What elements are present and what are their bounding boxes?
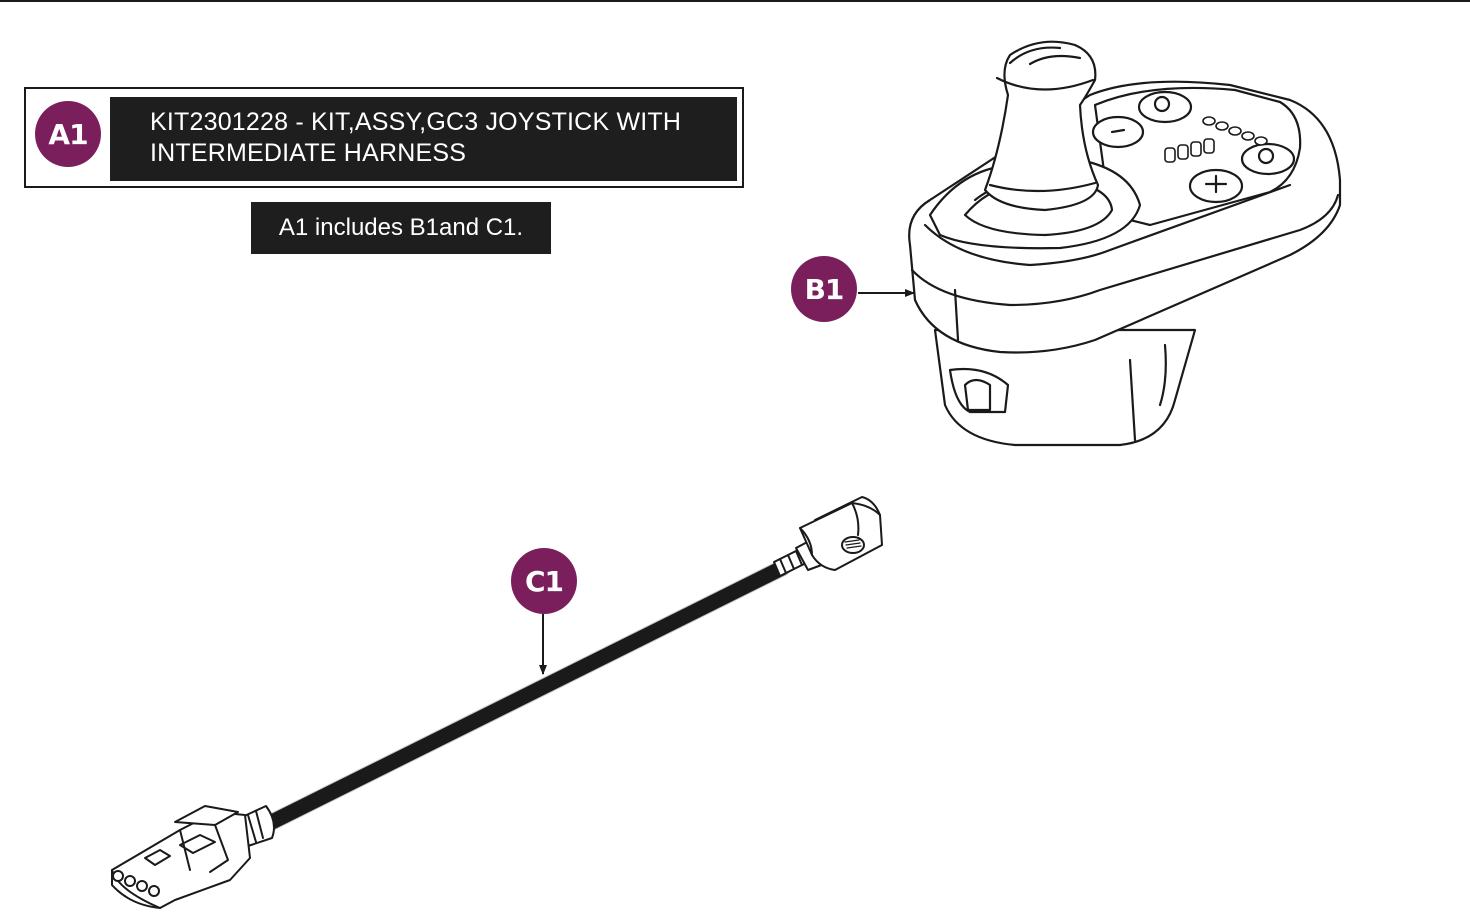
kit-title: KIT2301228 - KIT,ASSY,GC3 JOYSTICK WITH …: [110, 97, 737, 181]
kit-includes-note: A1 includes B1and C1.: [251, 202, 551, 254]
callout-a1-badge: A1: [35, 101, 101, 167]
callout-b1-badge: B1: [791, 256, 857, 322]
intermediate-harness-icon: [111, 496, 883, 909]
kit-title-line-2: INTERMEDIATE HARNESS: [150, 139, 467, 167]
callout-c1-badge: C1: [511, 548, 577, 614]
kit-title-line-1: KIT2301228 - KIT,ASSY,GC3 JOYSTICK WITH: [150, 108, 682, 136]
joystick-controller-icon: [908, 40, 1342, 447]
top-rule: [0, 0, 1470, 2]
